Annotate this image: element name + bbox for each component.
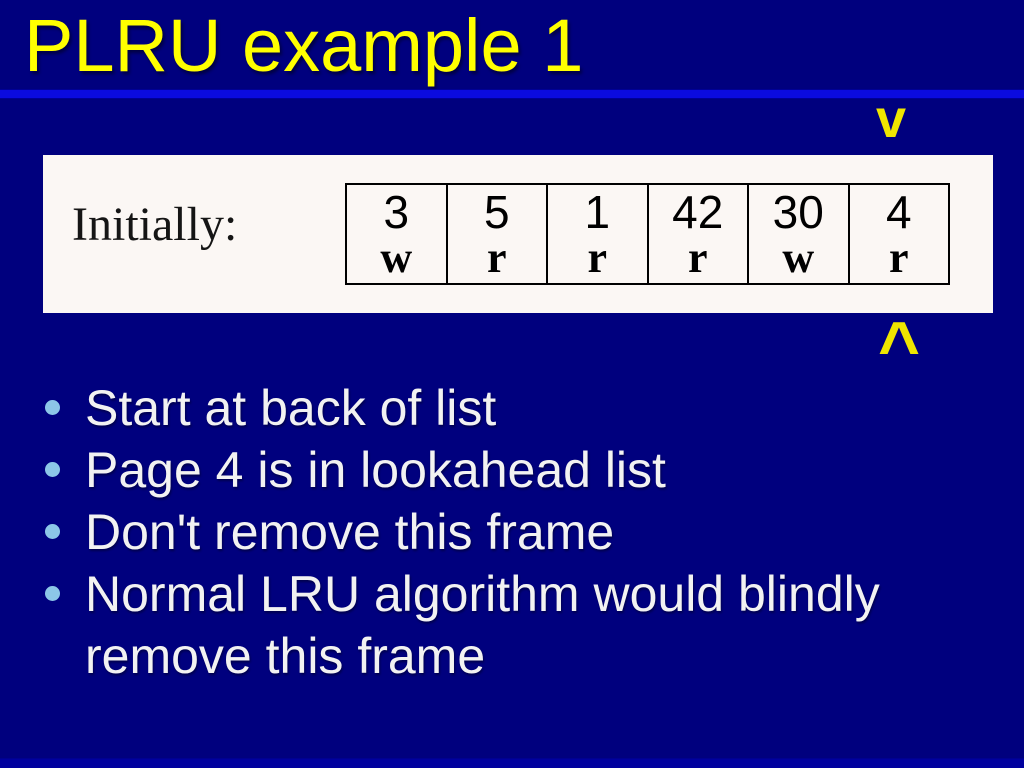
bullet-dot-icon	[45, 586, 60, 601]
bullet-text: Normal LRU algorithm would blindly remov…	[85, 566, 880, 684]
bottom-edge-rule	[0, 758, 1024, 768]
frame-access-flag: r	[587, 232, 608, 282]
frame-table: 3 w 5 r 1 r 42 r 30 w 4 r	[345, 183, 950, 285]
initially-label: Initially:	[72, 198, 238, 251]
frame-access-flag: w	[380, 232, 413, 282]
frame-access-flag: w	[782, 232, 815, 282]
title-underline-rule	[0, 89, 1024, 99]
bullet-text: Page 4 is in lookahead list	[85, 442, 666, 498]
bullet-list: Start at back of list Page 4 is in looka…	[0, 377, 930, 687]
frame-access-flag: r	[888, 232, 909, 282]
bullet-text: Don't remove this frame	[85, 504, 615, 560]
frame-cell: 42 r	[646, 185, 748, 283]
frame-access-flag: r	[687, 232, 708, 282]
frame-page-number: 30	[772, 185, 824, 238]
lookahead-pointer-top-marker: v	[876, 89, 907, 149]
slide-title: PLRU example 1	[24, 4, 584, 87]
frame-page-number: 3	[383, 185, 410, 238]
bullet-item: Normal LRU algorithm would blindly remov…	[0, 563, 930, 687]
frame-cell: 5 r	[445, 185, 547, 283]
frame-cell: 3 w	[347, 185, 446, 283]
frame-page-number: 1	[584, 185, 611, 238]
lookahead-pointer-bottom-marker: ^	[878, 308, 921, 388]
frame-list-panel: Initially: 3 w 5 r 1 r 42 r 30 w	[43, 155, 993, 313]
bullet-text: Start at back of list	[85, 380, 497, 436]
bullet-item: Page 4 is in lookahead list	[0, 439, 930, 501]
frame-access-flag: r	[486, 232, 507, 282]
bullet-dot-icon	[45, 462, 60, 477]
frame-cell: 4 r	[847, 185, 949, 283]
bullet-item: Don't remove this frame	[0, 501, 930, 563]
bullet-dot-icon	[45, 400, 60, 415]
bullet-dot-icon	[45, 524, 60, 539]
bullet-item: Start at back of list	[0, 377, 930, 439]
frame-cell: 1 r	[546, 185, 647, 283]
frame-page-number: 4	[885, 185, 912, 238]
frame-page-number: 5	[483, 185, 510, 238]
frame-cell: 30 w	[747, 185, 848, 283]
frame-page-number: 42	[672, 185, 724, 238]
